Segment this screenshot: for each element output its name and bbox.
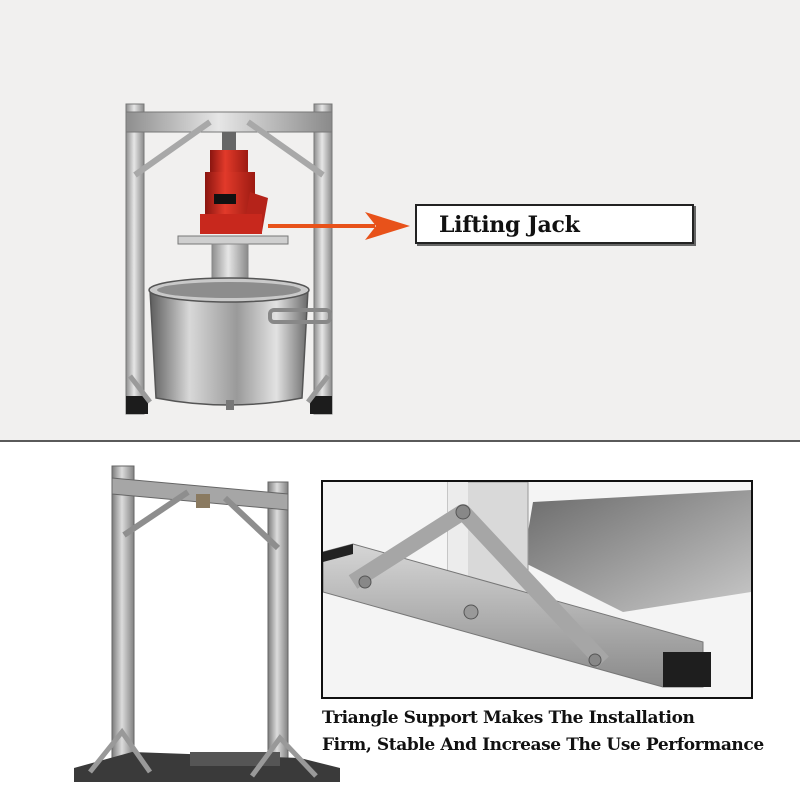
section-divider xyxy=(0,440,800,442)
triangle-support-closeup xyxy=(323,482,751,697)
top-product-panel: Lifting Jack xyxy=(0,0,800,440)
arrow-icon xyxy=(365,212,410,240)
caption-line-2: Firm, Stable And Increase The Use Perfor… xyxy=(322,735,764,755)
juice-press-illustration xyxy=(125,103,410,415)
caption-line-1: Triangle Support Makes The Installation xyxy=(322,708,695,728)
callout-label: Lifting Jack xyxy=(439,212,580,238)
lifting-jack-callout: Lifting Jack xyxy=(415,204,694,244)
detail-closeup-frame xyxy=(321,480,753,699)
